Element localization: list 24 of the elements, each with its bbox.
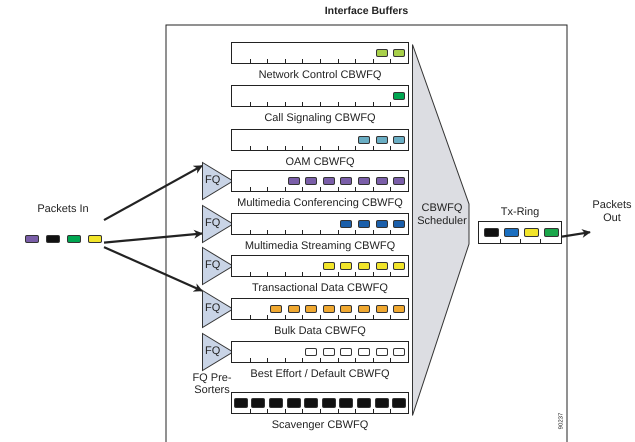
- queue-label: Multimedia Streaming CBWFQ: [244, 240, 396, 252]
- queue-label: Best Effort / Default CBWFQ: [250, 368, 390, 380]
- queue-label: FQ: [205, 174, 220, 186]
- queue-label: OAM CBWFQ: [285, 156, 355, 168]
- ring-label: Tx-Ring: [500, 206, 540, 218]
- queue-label: Scavenger CBWFQ: [272, 419, 368, 431]
- arrow: [104, 246, 203, 292]
- queue-label: FQ: [205, 259, 220, 271]
- queue-label: FQ: [205, 302, 220, 314]
- arrow: [562, 229, 591, 238]
- queue-label: Bulk Data CBWFQ: [274, 325, 366, 337]
- queue-label: Transactional Data CBWFQ: [252, 282, 388, 294]
- queue-label: Multimedia Conferencing CBWFQ: [237, 197, 403, 209]
- queue-label: FQ: [205, 217, 220, 229]
- arrow: [103, 164, 203, 222]
- queue-label: FQ: [205, 345, 220, 357]
- arrow: [104, 230, 203, 244]
- sorter-label: FQ Pre-Sorters: [192, 372, 232, 396]
- source-label: Packets In: [37, 203, 89, 215]
- scheduler-label: CBWFQ Scheduler: [416, 202, 468, 228]
- queue-label: Call Signaling CBWFQ: [264, 112, 376, 124]
- title: Interface Buffers: [324, 5, 408, 17]
- queue-label: Network Control CBWFQ: [258, 69, 382, 81]
- output-label: Packets Out: [592, 199, 632, 224]
